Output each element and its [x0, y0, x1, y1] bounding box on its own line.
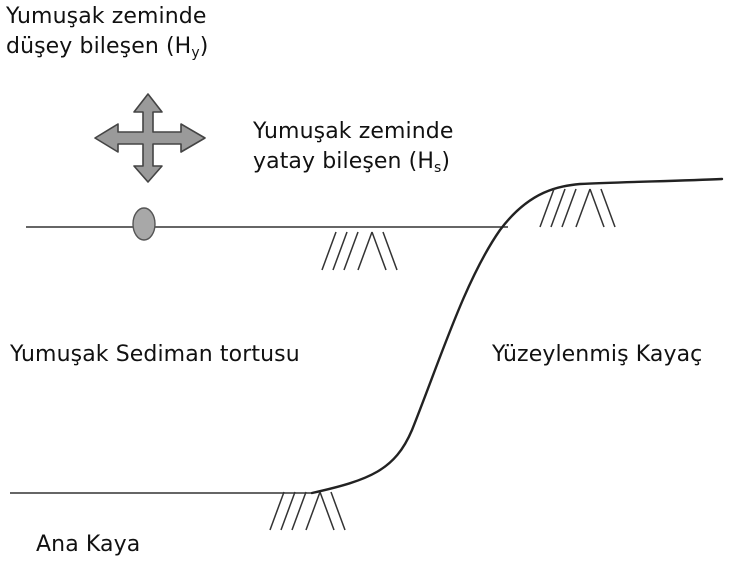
bedrock-hatch-icon: [269, 491, 346, 531]
horizontal-component-label: Yumuşak zeminde yatay bileşen (Hs): [253, 117, 453, 177]
sensor-ellipse-icon: [132, 207, 156, 241]
horizontal-component-prefix: yatay bileşen (H: [253, 149, 435, 174]
vertical-component-suffix: ): [199, 34, 209, 59]
vertical-component-line1: Yumuşak zeminde: [6, 4, 207, 29]
exposed-rock-label: Yüzeylenmiş Kayaç: [492, 342, 703, 367]
vertical-component-subscript: y: [191, 45, 200, 61]
rock-hatch-icon-upper: [539, 188, 616, 228]
ground-hatch-icon: [321, 231, 398, 271]
rock-profile-curve: [310, 177, 724, 495]
four-way-arrow-shape: [94, 93, 206, 183]
vertical-component-label: Yumuşak zeminde düşey bileşen (Hy): [6, 2, 208, 62]
horizontal-component-subscript: s: [434, 160, 442, 176]
horizontal-component-line1: Yumuşak zeminde: [253, 119, 454, 144]
bedrock-label: Ana Kaya: [36, 532, 141, 557]
vertical-component-line2: düşey bileşen (Hy): [6, 32, 208, 62]
horizontal-component-line2: yatay bileşen (Hs): [253, 147, 453, 177]
four-way-arrow-icon: [94, 93, 206, 183]
vertical-component-prefix: düşey bileşen (H: [6, 34, 192, 59]
soft-sediment-label: Yumuşak Sediman tortusu: [10, 342, 300, 367]
horizontal-component-suffix: ): [441, 149, 451, 174]
